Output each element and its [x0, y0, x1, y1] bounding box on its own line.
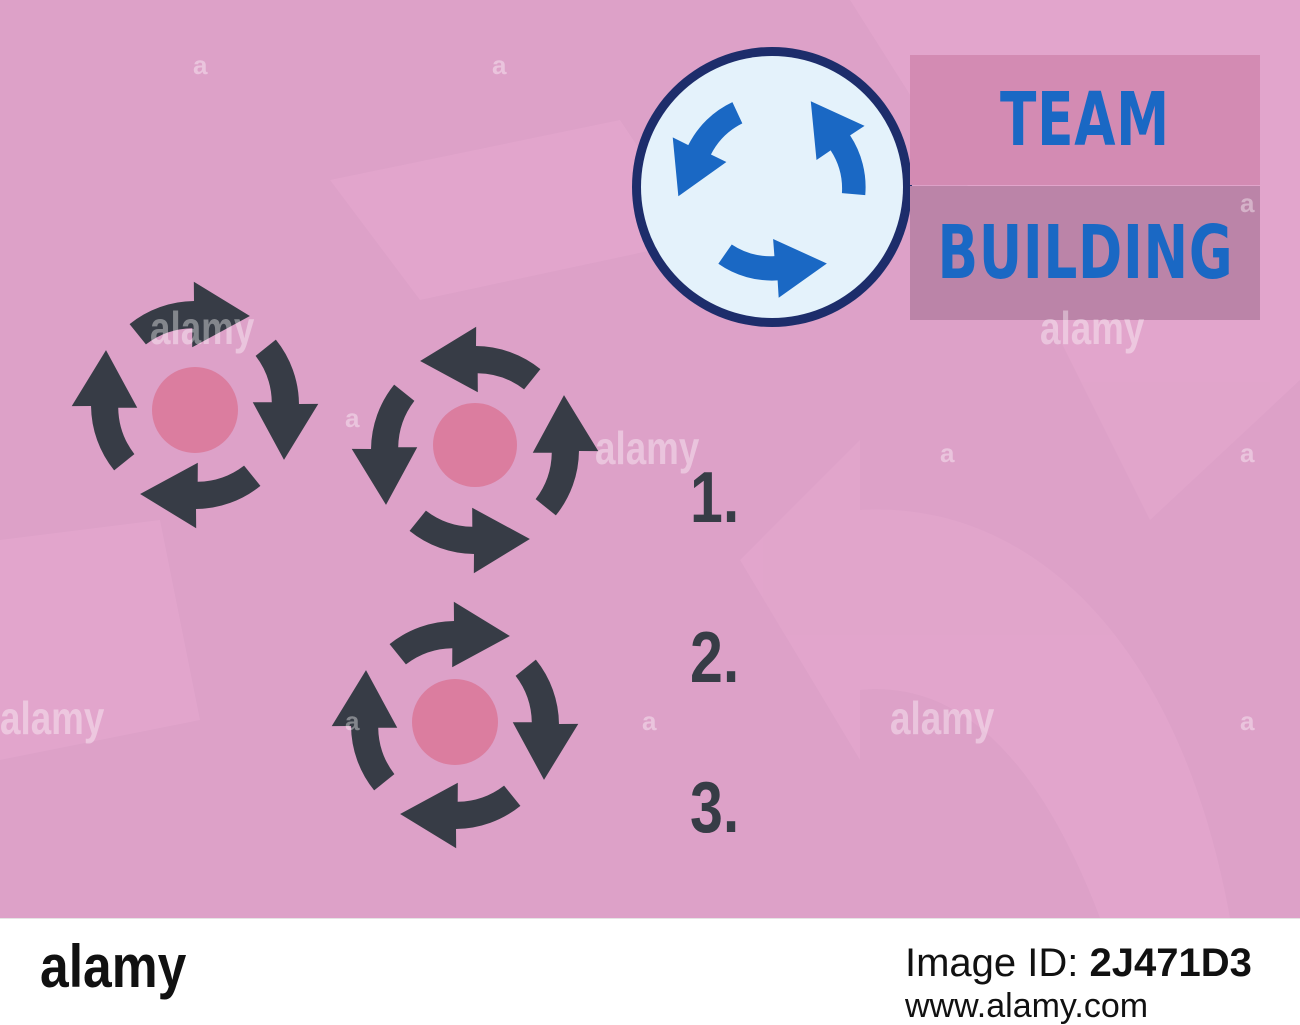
watermark-letter: a: [345, 706, 360, 736]
title-line2: BUILDING: [937, 210, 1233, 296]
watermark-letter: a: [492, 50, 507, 80]
watermark: alamy: [150, 302, 255, 354]
watermark: alamy: [1040, 302, 1145, 354]
watermark: alamy: [595, 422, 700, 474]
slide-canvas: TEAM BUILDING 1. 2. 3. alamy alamy alamy…: [0, 0, 1300, 918]
image-id: 2J471D3: [1089, 941, 1252, 985]
footer-bar: alamy Image ID: 2J471D3 www.alamy.com: [0, 918, 1300, 1023]
watermark: alamy: [890, 692, 995, 744]
watermark-letter: a: [193, 50, 208, 80]
dot-center: [433, 403, 517, 487]
watermark-letter: a: [940, 438, 955, 468]
watermark-letter: a: [642, 706, 657, 736]
watermark-letter: a: [345, 403, 360, 433]
dot-bottom: [412, 679, 498, 765]
footer-image-code: Image ID: 2J471D3 www.alamy.com: [905, 943, 1252, 1023]
watermark-letter: a: [1240, 188, 1255, 218]
title-line1: TEAM: [1000, 77, 1170, 163]
title-line2-box: BUILDING: [910, 186, 1260, 320]
list-number-1: 1.: [690, 458, 740, 538]
dot-left: [152, 367, 238, 453]
title-line1-box: TEAM: [910, 55, 1260, 185]
watermark: alamy: [0, 692, 105, 744]
watermark-letter: a: [1240, 438, 1255, 468]
watermark-letter: a: [1240, 706, 1255, 736]
image-id-label: Image ID:: [905, 941, 1090, 985]
image-site: www.alamy.com: [905, 987, 1149, 1025]
list-number-2: 2.: [690, 618, 740, 698]
list-number-3: 3.: [690, 768, 740, 848]
footer-logo: alamy: [40, 933, 187, 1000]
